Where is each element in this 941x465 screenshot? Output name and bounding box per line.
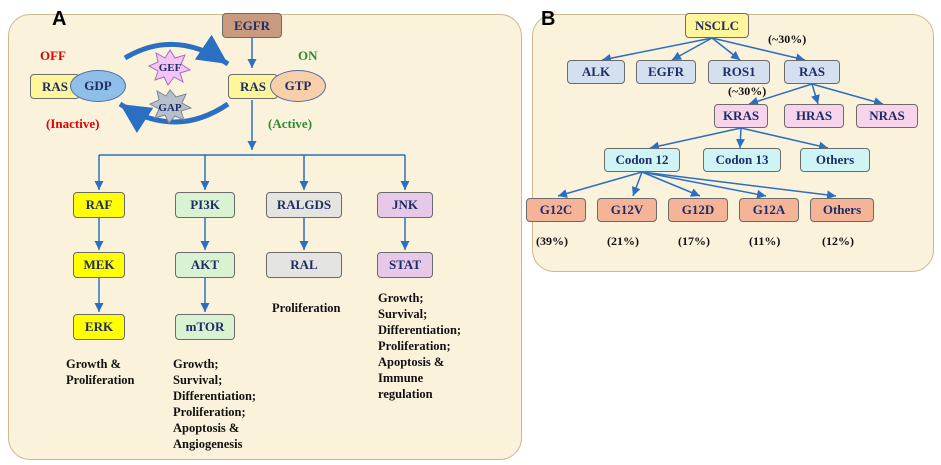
- pi3k-box: PI3K: [175, 192, 235, 218]
- akt-box: AKT: [175, 252, 235, 278]
- others-mutation-box: Others: [810, 198, 874, 222]
- outcome-raf: Growth &Proliferation: [66, 357, 135, 387]
- gap-cycle-arrow: [118, 101, 230, 133]
- ralgds-box: RALGDS: [266, 192, 342, 218]
- g12c-percent: (39%): [536, 234, 568, 248]
- kras-box: KRAS: [714, 104, 768, 128]
- gap-star-icon: [148, 89, 193, 124]
- inactive-label: (Inactive): [46, 116, 100, 131]
- jnk-box: JNK: [377, 192, 433, 218]
- off-label: OFF: [40, 48, 66, 63]
- outcome-jnk: Growth;Survival;Differentiation; Prolife…: [378, 291, 462, 401]
- g12a-box: G12A: [739, 198, 799, 222]
- gtp-oval: GTP: [270, 70, 326, 102]
- gef-label: GEF: [158, 62, 182, 74]
- codon12-box: Codon 12: [604, 148, 680, 172]
- g12v-percent: (21%): [607, 234, 639, 248]
- on-label: ON: [298, 48, 318, 63]
- g12a-percent: (11%): [749, 234, 781, 248]
- active-label: (Active): [268, 116, 313, 131]
- hras-box: HRAS: [784, 104, 844, 128]
- kras-percent: (~30%): [728, 84, 767, 98]
- g12c-box: G12C: [526, 198, 586, 222]
- mtor-box: mTOR: [175, 314, 235, 340]
- stat-box: STAT: [377, 252, 433, 278]
- ros1-box: ROS1: [708, 60, 770, 84]
- g12d-percent: (17%): [678, 234, 710, 248]
- ras-percent: (~30%): [768, 32, 807, 46]
- others-codon-box: Others: [800, 148, 870, 172]
- codon13-box: Codon 13: [703, 148, 781, 172]
- ral-box: RAL: [266, 252, 342, 278]
- gef-star-icon: [147, 49, 192, 86]
- egfr-box-b: EGFR: [636, 60, 696, 84]
- g12v-box: G12V: [597, 198, 657, 222]
- panel-b-label: B: [541, 8, 556, 30]
- mek-box: MEK: [73, 252, 125, 278]
- panel-a-label: A: [52, 8, 67, 30]
- outcome-ralgds: Proliferation: [272, 301, 341, 315]
- nsclc-box: NSCLC: [685, 13, 749, 38]
- ras-box-b: RAS: [784, 60, 840, 84]
- others-percent: (12%): [822, 234, 854, 248]
- erk-box: ERK: [73, 314, 125, 340]
- gef-cycle-arrow: [123, 34, 230, 67]
- egfr-box-a: EGFR: [222, 13, 282, 38]
- gap-label: GAP: [158, 102, 182, 114]
- nras-box: NRAS: [856, 104, 918, 128]
- gdp-oval: GDP: [70, 70, 126, 102]
- ras-active-box: RAS: [228, 74, 278, 99]
- outcome-pi3k: Growth;Survival;Differentiation; Prolife…: [173, 357, 257, 451]
- alk-box: ALK: [567, 60, 625, 84]
- raf-box: RAF: [73, 192, 125, 218]
- g12d-box: G12D: [668, 198, 728, 222]
